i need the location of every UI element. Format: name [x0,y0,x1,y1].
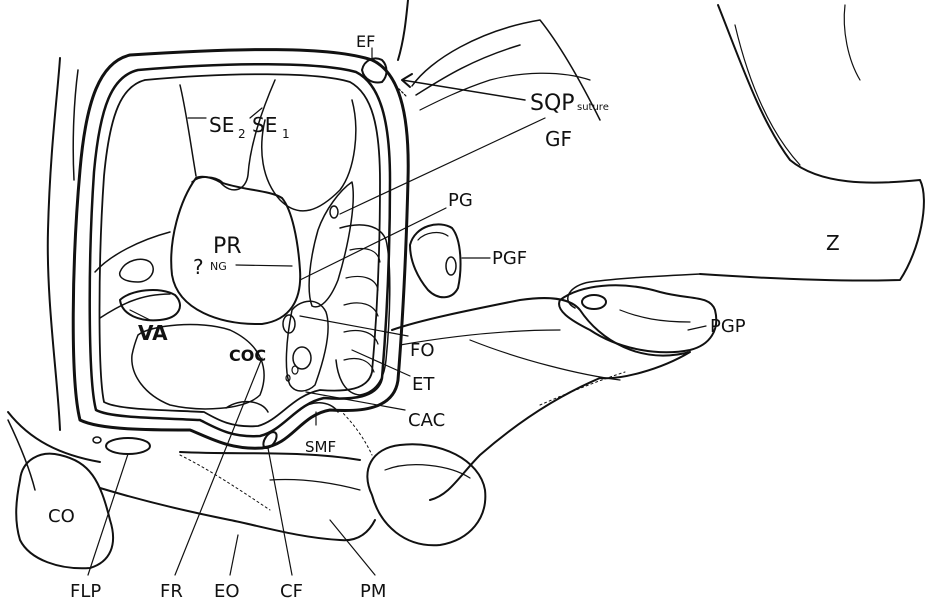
zygomatic-arch-outline [700,5,924,281]
sqp-leader [402,80,525,100]
et-rib-3 [344,303,378,316]
et-rib-4 [344,331,378,345]
pgp-leader [688,326,706,330]
zygomatic-region [568,5,924,308]
va-small-chamber [120,259,154,282]
leader-lines [88,48,706,575]
anterior-septum [95,232,170,272]
et-rib-2 [346,277,378,291]
label-cac: CAC [408,410,445,431]
et-rib-1 [350,249,380,263]
suture-line-1 [180,455,270,510]
left-outline-curve [48,58,60,430]
pm-leader [330,520,375,575]
label-ng: NG [210,260,227,273]
label-ng-question: ? [193,255,204,279]
se2-septum [180,85,196,176]
pgp-foramen [582,295,606,309]
fo-small-1 [292,366,298,374]
label-fr: FR [160,581,183,602]
label-sqp-suture: suture [577,102,609,113]
va-chamber [120,290,180,320]
va-divider [100,294,170,318]
condyle-region [8,412,150,568]
pgp-outline [559,285,716,352]
label-va: VA [138,321,168,345]
ng-leader [236,265,292,266]
postglenoid-process [559,285,716,352]
postglenoid-knob [410,224,460,297]
condyle-inner-edge [8,420,35,490]
pgf-knob-outline [410,224,460,297]
label-flp: FLP [70,581,101,602]
labels: EF SQP suture GF SE 2 SE 1 PR ? NG PG PG… [48,32,840,602]
mastoid-region [100,298,690,545]
label-pr: PR [213,234,242,259]
label-se1: SE [252,113,277,137]
suture-line-3 [540,372,625,405]
pgf-rim [418,233,448,240]
pm-knob-outline [367,444,485,545]
pm-knob-inner [385,465,470,478]
label-se2-sub: 2 [238,127,246,141]
label-gf: GF [545,127,572,151]
suture-line-2 [340,410,372,455]
label-se2: SE [209,113,234,137]
label-eo: EO [214,581,240,602]
label-pgp: PGP [710,316,746,337]
label-coc: COC [229,346,266,365]
pg-spine [309,182,353,307]
zygomatic-upper-line [844,5,860,80]
label-se1-sub: 1 [282,127,290,141]
label-smf: SMF [305,438,336,456]
mastoid-inner-line-2 [470,340,620,380]
label-fo: FO [410,340,435,361]
top-squamosal-edge [398,0,408,60]
eo-leader [230,535,238,575]
basioccipital-line [270,479,360,490]
pgp-inner-line [620,310,690,322]
label-ef: EF [356,32,375,51]
gf-leader [340,118,545,214]
mastoid-upper-outline [392,298,690,500]
label-z: Z [826,231,840,255]
zygomatic-inner-line [735,25,800,165]
pgf-foramen [446,257,456,275]
label-et: ET [412,374,435,395]
occipital-lower-edge [100,488,375,540]
label-co: CO [48,506,75,527]
label-sqp: SQP [530,91,575,116]
small-foramen [93,437,101,443]
cf-foramen [261,430,280,450]
pg-foramen [330,206,338,218]
zygomatic-lower-edge [568,274,700,308]
label-cf: CF [280,581,303,602]
fr-leader [175,358,262,575]
label-pgf: PGF [492,248,527,269]
et-rib-5 [344,359,374,373]
fenestra-ovalis-region [286,301,328,391]
label-pm: PM [360,581,386,602]
left-inner-curve [73,70,78,180]
label-pg: PG [448,190,473,211]
cf-leader [268,448,292,575]
flp-foramen [106,438,150,454]
fo-leader [300,316,408,336]
